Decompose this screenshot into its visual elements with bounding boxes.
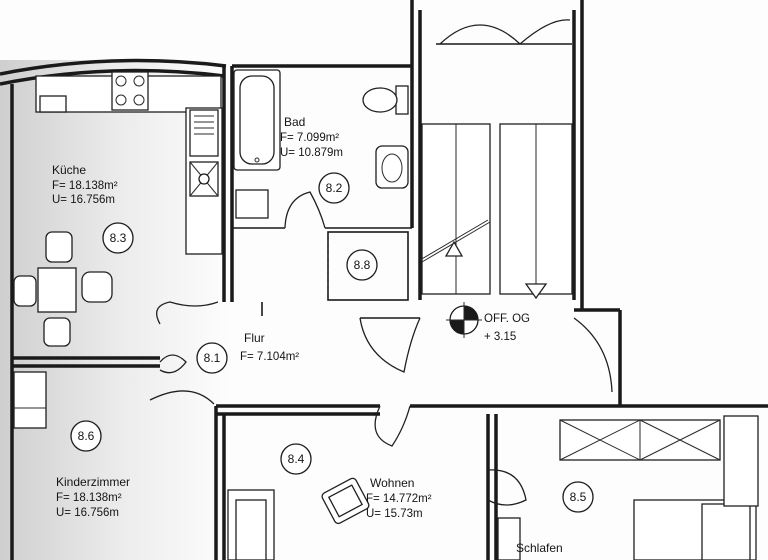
room-label-flur: Flur F= 7.104m² — [240, 331, 299, 363]
furniture — [13, 371, 759, 560]
svg-text:Kinderzimmer: Kinderzimmer — [56, 475, 130, 489]
room-badge-8-3: 8.3 — [102, 222, 134, 254]
svg-text:8.6: 8.6 — [78, 429, 95, 443]
svg-text:Bad: Bad — [284, 115, 305, 129]
level-marker: OFF. OG + 3.15 — [446, 302, 530, 343]
svg-text:F= 18.138m²: F= 18.138m² — [52, 180, 118, 192]
svg-text:U= 16.756m: U= 16.756m — [56, 507, 119, 519]
svg-text:U= 10.879m: U= 10.879m — [280, 147, 343, 159]
svg-text:8.3: 8.3 — [110, 231, 127, 245]
svg-text:8.5: 8.5 — [570, 490, 587, 504]
room-label-schlafen: Schlafen — [516, 541, 563, 555]
bath-fixtures — [233, 69, 409, 219]
svg-text:8.4: 8.4 — [288, 452, 305, 466]
svg-text:8.2: 8.2 — [326, 181, 343, 195]
svg-text:Küche: Küche — [52, 163, 86, 177]
svg-text:F= 7.104m²: F= 7.104m² — [240, 351, 299, 363]
room-badge-8-2: 8.2 — [318, 172, 350, 204]
svg-text:8.1: 8.1 — [204, 351, 221, 365]
kitchen-fixtures — [13, 71, 223, 347]
stairs — [419, 19, 573, 300]
svg-text:U= 16.756m: U= 16.756m — [52, 194, 115, 206]
svg-text:Schlafen: Schlafen — [516, 541, 563, 555]
svg-text:F= 7.099m²: F= 7.099m² — [280, 132, 339, 144]
room-label-kinderzimmer: Kinderzimmer F= 18.138m² U= 16.756m — [56, 475, 130, 519]
svg-text:F= 18.138m²: F= 18.138m² — [56, 492, 122, 504]
room-badge-8-6: 8.6 — [70, 420, 102, 452]
room-label-bad: Bad F= 7.099m² U= 10.879m — [280, 115, 343, 159]
level-value: + 3.15 — [484, 331, 516, 343]
svg-text:Wohnen: Wohnen — [370, 476, 414, 490]
level-label: OFF. OG — [484, 313, 530, 325]
room-badge-8-8: 8.8 — [346, 249, 378, 281]
room-label-kueche: Küche F= 18.138m² U= 16.756m — [52, 163, 118, 206]
doors — [149, 191, 613, 506]
room-label-wohnen: Wohnen F= 14.772m² U= 15.73m — [366, 476, 432, 520]
svg-text:Flur: Flur — [244, 331, 265, 345]
room-badge-8-1: 8.1 — [196, 342, 228, 374]
svg-text:8.8: 8.8 — [354, 258, 371, 272]
svg-text:U= 15.73m: U= 15.73m — [366, 508, 423, 520]
svg-text:F= 14.772m²: F= 14.772m² — [366, 493, 432, 505]
room-badge-8-5: 8.5 — [562, 481, 594, 513]
room-badge-8-4: 8.4 — [280, 443, 312, 475]
